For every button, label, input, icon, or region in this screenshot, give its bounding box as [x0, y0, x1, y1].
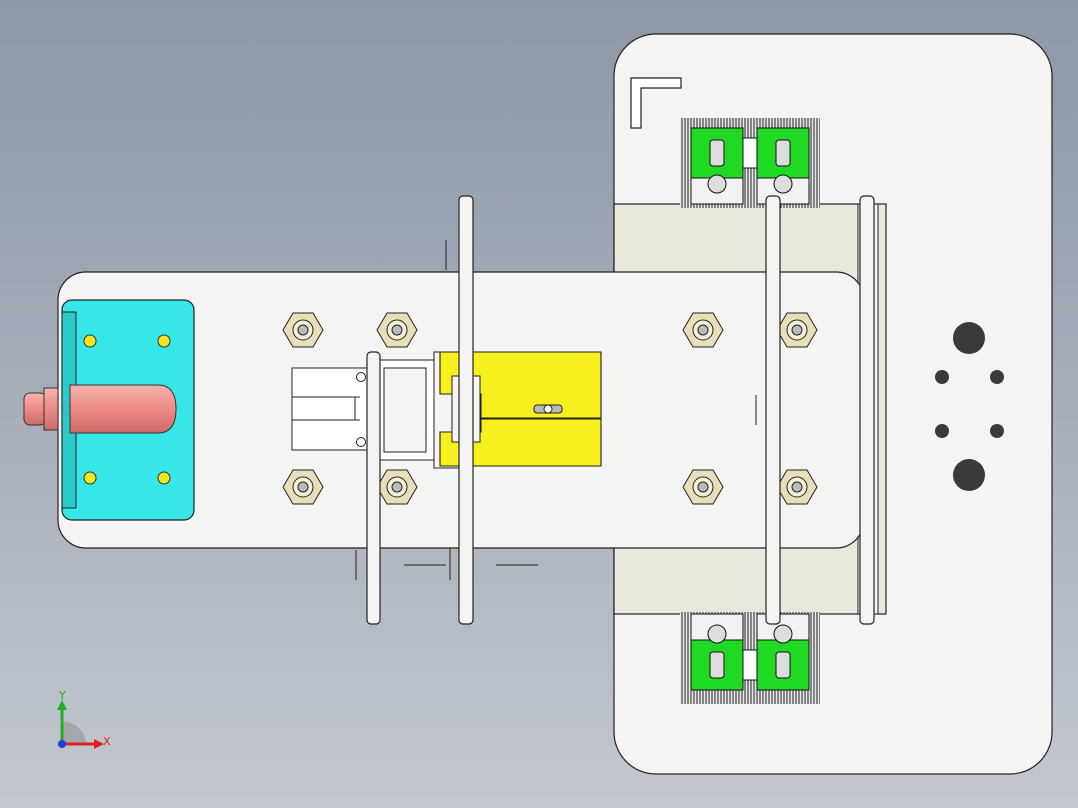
mount-hole — [990, 424, 1004, 438]
hex-nut — [776, 312, 818, 348]
bolt-head — [83, 471, 97, 485]
mount-hole — [935, 424, 949, 438]
mount-hole — [935, 370, 949, 384]
guide-rods[interactable] — [366, 195, 875, 625]
hex-nut — [282, 312, 324, 348]
mount-hole-large-bottom — [953, 459, 985, 491]
mount-hole-large-top — [953, 322, 985, 354]
hex-nut — [376, 469, 418, 505]
hex-nut — [682, 469, 724, 505]
corner-marker — [630, 77, 682, 129]
guide-rod — [366, 351, 381, 625]
guide-rod — [859, 195, 875, 625]
bolt-head — [157, 471, 171, 485]
sensor-assembly-top[interactable] — [680, 118, 820, 208]
bolt-head — [83, 334, 97, 348]
hex-nut — [776, 469, 818, 505]
hex-nut — [282, 469, 324, 505]
sensor-assembly-bottom[interactable] — [680, 612, 820, 704]
hex-nut — [376, 312, 418, 348]
hidden-lines — [355, 240, 757, 580]
mount-hole — [990, 370, 1004, 384]
gripper-jaw-upper — [439, 351, 602, 419]
coordinate-triad: Y X — [57, 689, 111, 749]
x-axis-label: X — [103, 735, 111, 748]
hex-nut — [682, 312, 724, 348]
z-axis-origin — [58, 740, 66, 748]
guide-rod — [458, 195, 474, 625]
gripper-jaw-lower — [439, 418, 602, 467]
guide-rod — [765, 195, 781, 625]
bolt-head — [157, 334, 171, 348]
gripper-pivot-pin — [533, 404, 563, 414]
locating-pin[interactable] — [23, 384, 177, 434]
y-axis-label: Y — [58, 689, 66, 702]
hex-nuts — [282, 312, 818, 505]
